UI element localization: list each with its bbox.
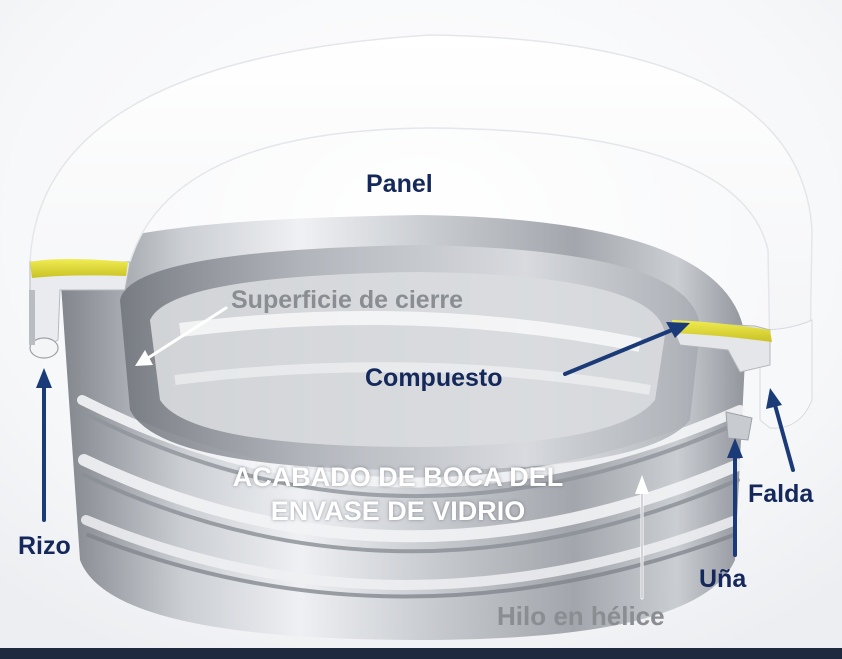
label-compuesto: Compuesto bbox=[365, 364, 503, 392]
label-acabado-line1: ACABADO DE BOCA DEL bbox=[232, 462, 564, 492]
label-acabado-de-boca: ACABADO DE BOCA DEL ENVASE DE VIDRIO bbox=[178, 460, 618, 528]
pointer-arrows bbox=[36, 322, 795, 557]
label-panel: Panel bbox=[366, 170, 433, 198]
label-superficie-de-cierre: Superficie de cierre bbox=[231, 286, 464, 314]
closure-right-section bbox=[669, 320, 772, 441]
closure-left-section bbox=[29, 259, 131, 359]
bottom-border-bar bbox=[0, 648, 842, 659]
pointer-arrows-gray bbox=[135, 306, 649, 600]
label-falda: Falda bbox=[748, 480, 814, 508]
label-hilo-en-helice: Hilo en hélice bbox=[497, 601, 665, 631]
label-rizo: Rizo bbox=[18, 532, 71, 560]
label-acabado-line2: ENVASE DE VIDRIO bbox=[270, 496, 526, 526]
compound-yellow-right bbox=[672, 320, 772, 342]
label-una: Uña bbox=[699, 565, 747, 593]
